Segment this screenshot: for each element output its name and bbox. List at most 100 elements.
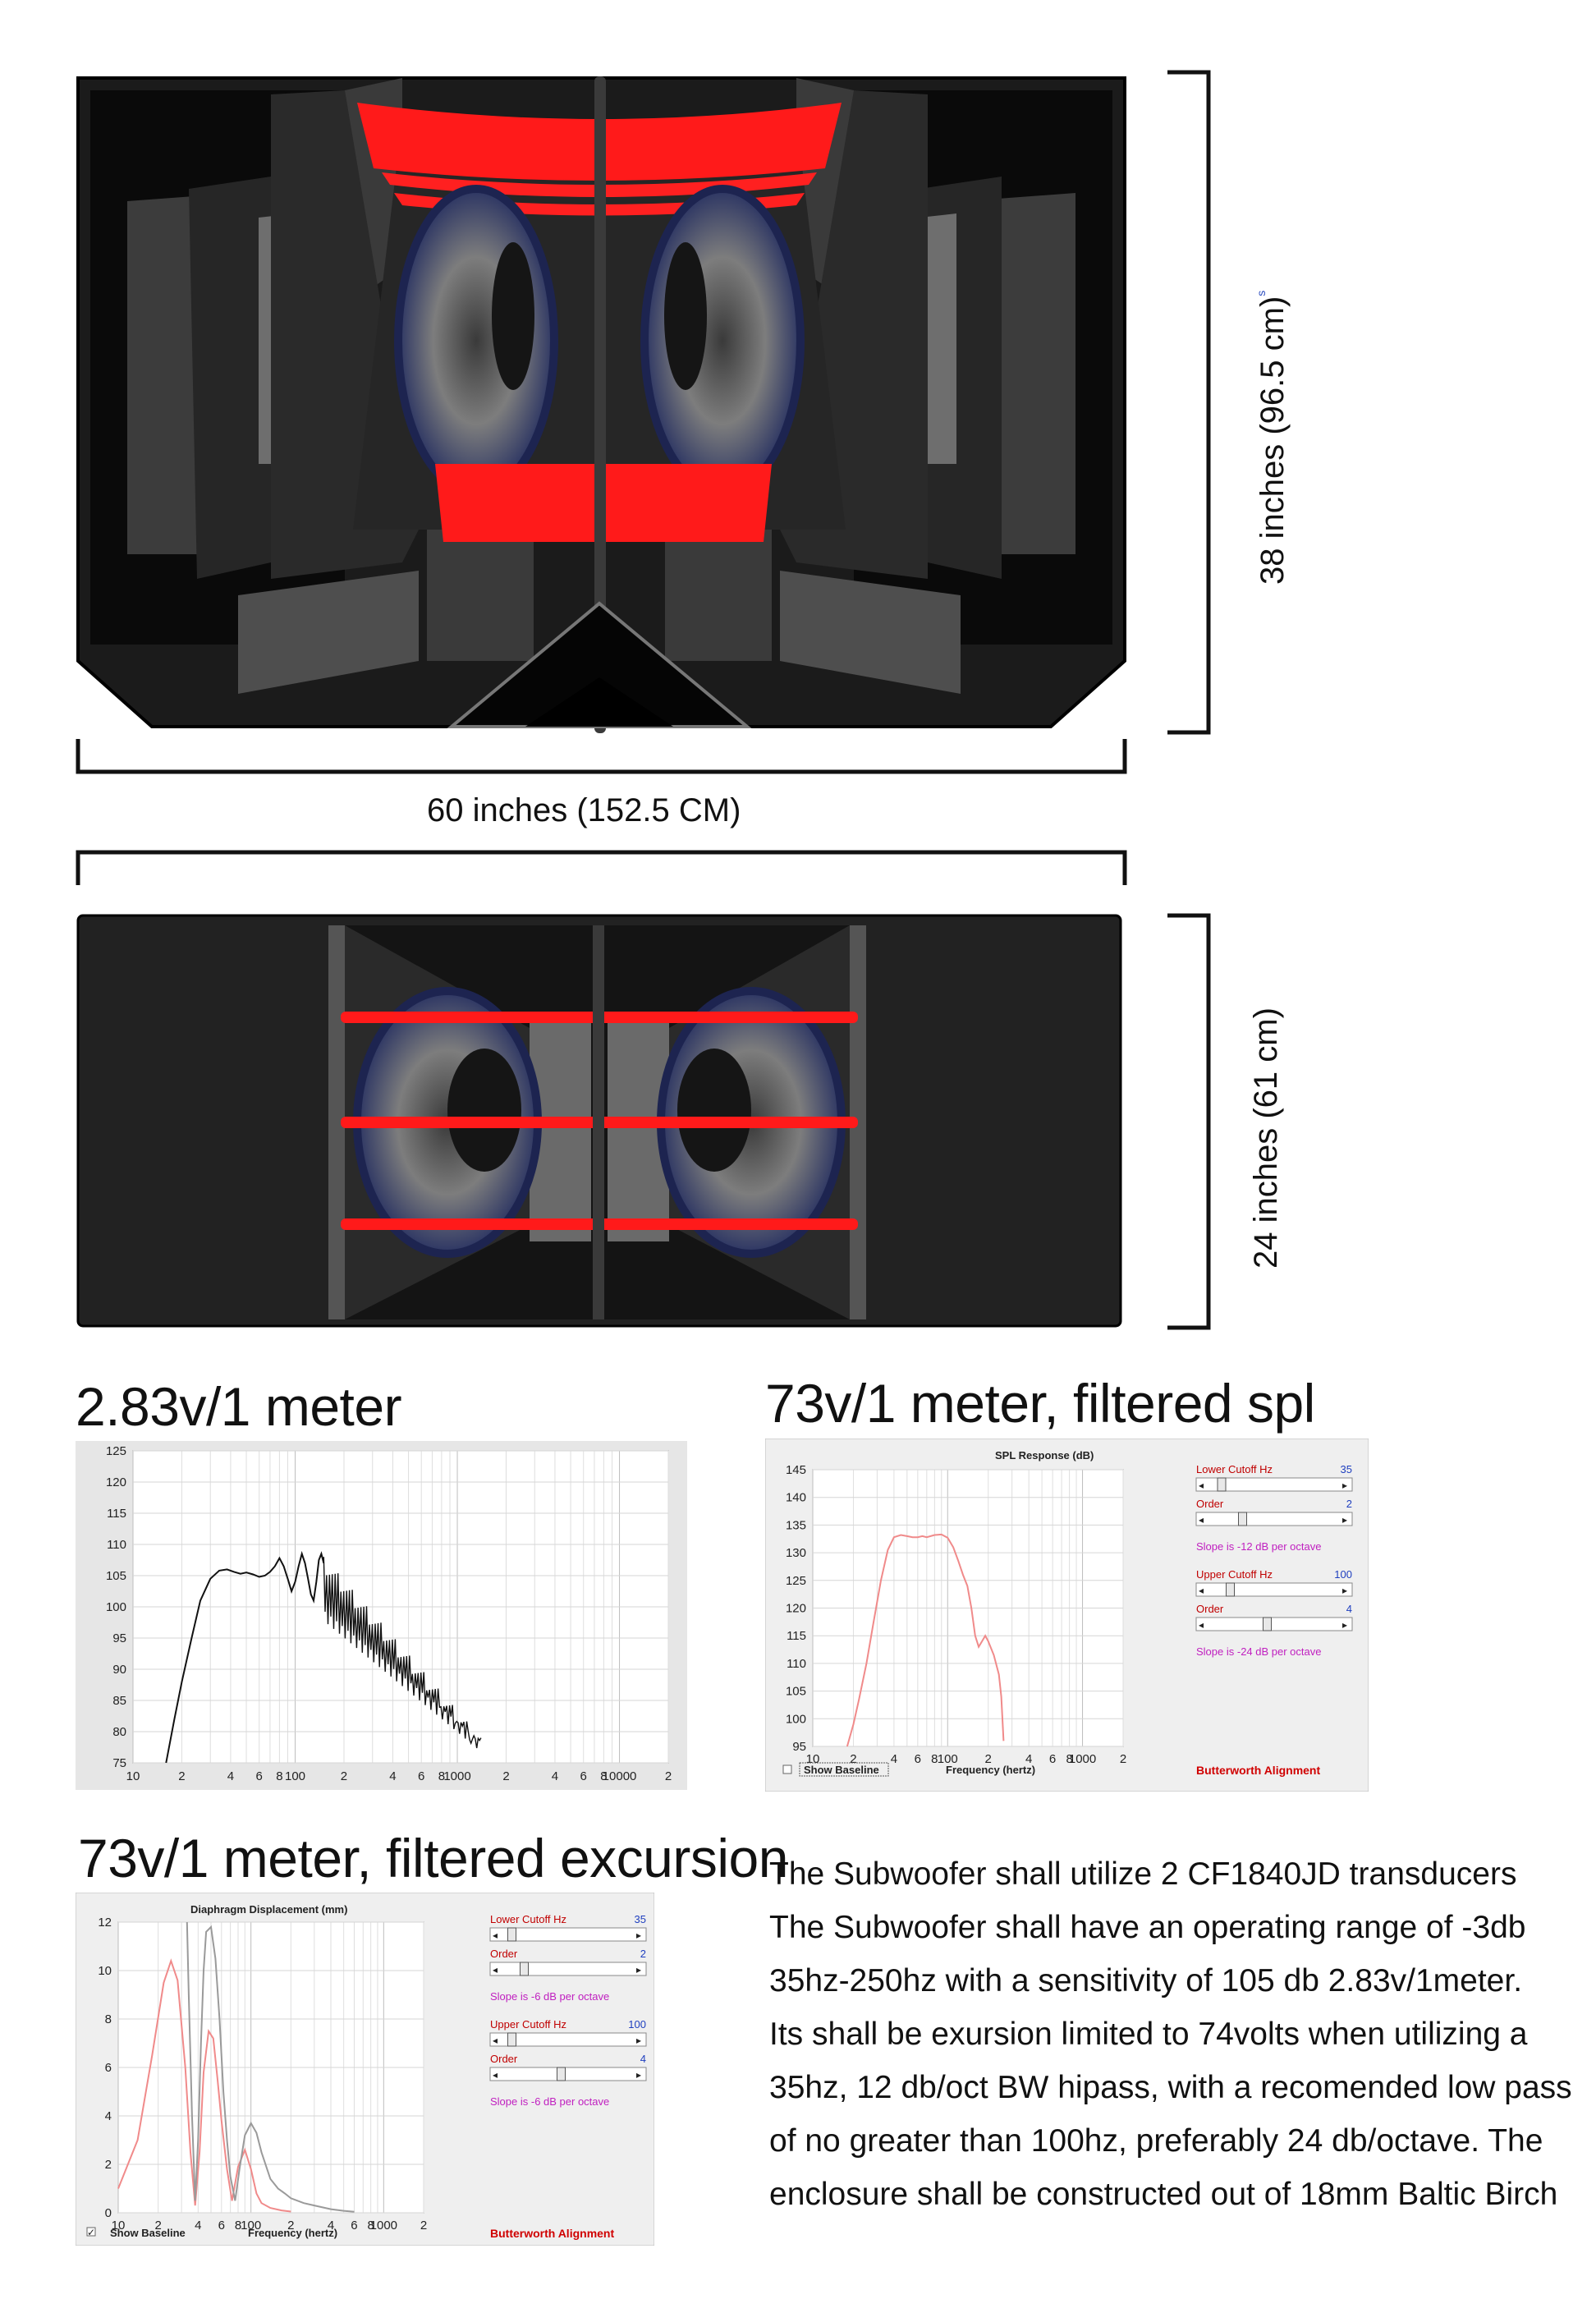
spec-line: 35hz, 12 db/oct BW hipass, with a recome…: [769, 2070, 1572, 2105]
x-tick-label: 8: [276, 1769, 282, 1783]
y-tick-label: 120: [106, 1475, 126, 1489]
x-tick-label: 4: [552, 1769, 558, 1783]
slider-left-arrow-icon: ◂: [1199, 1585, 1204, 1596]
slope-note: Slope is -24 dB per octave: [1196, 1645, 1321, 1658]
chart3-show-baseline-checkbox[interactable]: [86, 2227, 96, 2237]
y-tick-label: 4: [105, 2109, 112, 2123]
slider-right-arrow-icon: ▸: [1342, 1480, 1347, 1491]
slider-track: [489, 2067, 647, 2081]
control-label: Order: [490, 1948, 518, 1960]
slider-track: [489, 2032, 647, 2047]
control-value: 4: [640, 2053, 646, 2065]
x-tick-label: 6: [580, 1769, 587, 1783]
y-tick-label: 100: [106, 1600, 126, 1614]
y-tick-label: 125: [786, 1574, 806, 1588]
slider-left-arrow-icon: ◂: [493, 2035, 498, 2046]
x-tick-label: 2: [341, 1769, 347, 1783]
x-tick-label: 8: [1066, 1752, 1072, 1766]
x-tick-label: 2: [502, 1769, 509, 1783]
slider-thumb: [520, 1962, 529, 1976]
y-tick-label: 115: [107, 1507, 126, 1521]
y-tick-label: 145: [786, 1463, 806, 1477]
control-label: Upper Cutoff Hz: [1196, 1568, 1273, 1581]
y-tick-label: 85: [112, 1694, 126, 1708]
y-tick-label: 105: [106, 1569, 126, 1583]
slider-track: [489, 1927, 647, 1942]
width-label: 60 inches (152.5 CM): [427, 792, 741, 828]
series-line: [846, 1533, 1005, 1747]
y-tick-label: 6: [105, 2061, 112, 2075]
x-tick-label: 1000: [370, 2219, 397, 2232]
chart3-title: Diaphragm Displacement (mm): [190, 1903, 347, 1916]
y-tick-label: 140: [786, 1491, 806, 1505]
slider-track: [1195, 1477, 1353, 1492]
x-tick-label: 10000: [603, 1769, 637, 1783]
x-tick-label: 2: [178, 1769, 185, 1783]
chart3-checkmark-icon: ✓: [87, 2227, 95, 2238]
chart2-heading: 73v/1 meter, filtered spl: [765, 1373, 1315, 1434]
x-tick-label: 10: [126, 1769, 140, 1783]
x-tick-label: 2: [850, 1752, 856, 1766]
chart2-show-baseline-checkbox[interactable]: [782, 1764, 792, 1774]
x-tick-label: 8: [931, 1752, 938, 1766]
y-tick-label: 115: [787, 1629, 806, 1643]
slider-thumb: [1226, 1582, 1235, 1597]
slider-track: [1195, 1512, 1353, 1526]
y-tick-label: 12: [98, 1916, 112, 1930]
control-value: 4: [1346, 1603, 1352, 1615]
slider-left-arrow-icon: ◂: [1199, 1480, 1204, 1491]
x-tick-label: 4: [891, 1752, 897, 1766]
slider-thumb: [1217, 1477, 1227, 1492]
x-tick-label: 100: [285, 1769, 305, 1783]
y-tick-label: 105: [786, 1685, 806, 1699]
height-bracket-side: [1167, 913, 1211, 1330]
height-label-top: 38 inches (96.5 cm)s: [1254, 290, 1291, 585]
spec-paragraph: The Subwoofer shall utilize 2 CF1840JD t…: [769, 1847, 1572, 2221]
height-label-bottom: 24 inches (61 cm): [1248, 1007, 1284, 1269]
control-value: 2: [640, 1948, 646, 1960]
cabinet-side-view: [76, 914, 1122, 1328]
slider-left-arrow-icon: ◂: [493, 1964, 498, 1975]
spec-line: The Subwoofer shall utilize 2 CF1840JD t…: [769, 1856, 1517, 1892]
control-value: 35: [635, 1913, 646, 1925]
width-bracket-side: [76, 850, 1127, 885]
slider-right-arrow-icon: ▸: [1342, 1514, 1347, 1526]
y-tick-label: 2: [105, 2158, 112, 2172]
x-tick-label: 6: [256, 1769, 263, 1783]
chart2-show-baseline-label: Show Baseline: [804, 1764, 879, 1776]
control-label: Lower Cutoff Hz: [490, 1913, 566, 1925]
slope-note: Slope is -6 dB per octave: [490, 2095, 609, 2108]
cabinet-top-view: [76, 76, 1126, 733]
slider-left-arrow-icon: ◂: [1199, 1514, 1204, 1526]
x-tick-label: 10: [112, 2219, 126, 2232]
x-tick-label: 2: [420, 2219, 427, 2232]
x-tick-label: 2: [154, 2219, 161, 2232]
slider-right-arrow-icon: ▸: [1342, 1619, 1347, 1631]
width-bracket: [76, 739, 1127, 774]
slider-right-arrow-icon: ▸: [636, 1964, 641, 1975]
x-tick-label: 100: [241, 2219, 261, 2232]
y-tick-label: 10: [98, 1964, 112, 1978]
x-tick-label: 6: [418, 1769, 424, 1783]
slider-track: [1195, 1617, 1353, 1631]
x-tick-label: 1000: [443, 1769, 470, 1783]
y-tick-label: 95: [112, 1631, 126, 1645]
slider-thumb: [507, 1927, 516, 1942]
x-tick-label: 4: [195, 2219, 201, 2232]
slider-thumb: [557, 2067, 566, 2081]
slider-right-arrow-icon: ▸: [636, 2069, 641, 2081]
slider-right-arrow-icon: ▸: [636, 2035, 641, 2046]
y-tick-label: 130: [786, 1546, 806, 1560]
slider-thumb: [1263, 1617, 1272, 1631]
y-tick-label: 8: [105, 2012, 112, 2026]
y-tick-label: 80: [112, 1725, 126, 1739]
chart1-heading: 2.83v/1 meter: [76, 1376, 402, 1437]
chart2-alignment-label: Butterworth Alignment: [1196, 1764, 1320, 1777]
control-value: 2: [1346, 1498, 1352, 1510]
slider-left-arrow-icon: ◂: [1199, 1619, 1204, 1631]
x-tick-label: 2: [1120, 1752, 1126, 1766]
control-label: Lower Cutoff Hz: [1196, 1463, 1273, 1475]
control-label: Order: [1196, 1603, 1224, 1615]
